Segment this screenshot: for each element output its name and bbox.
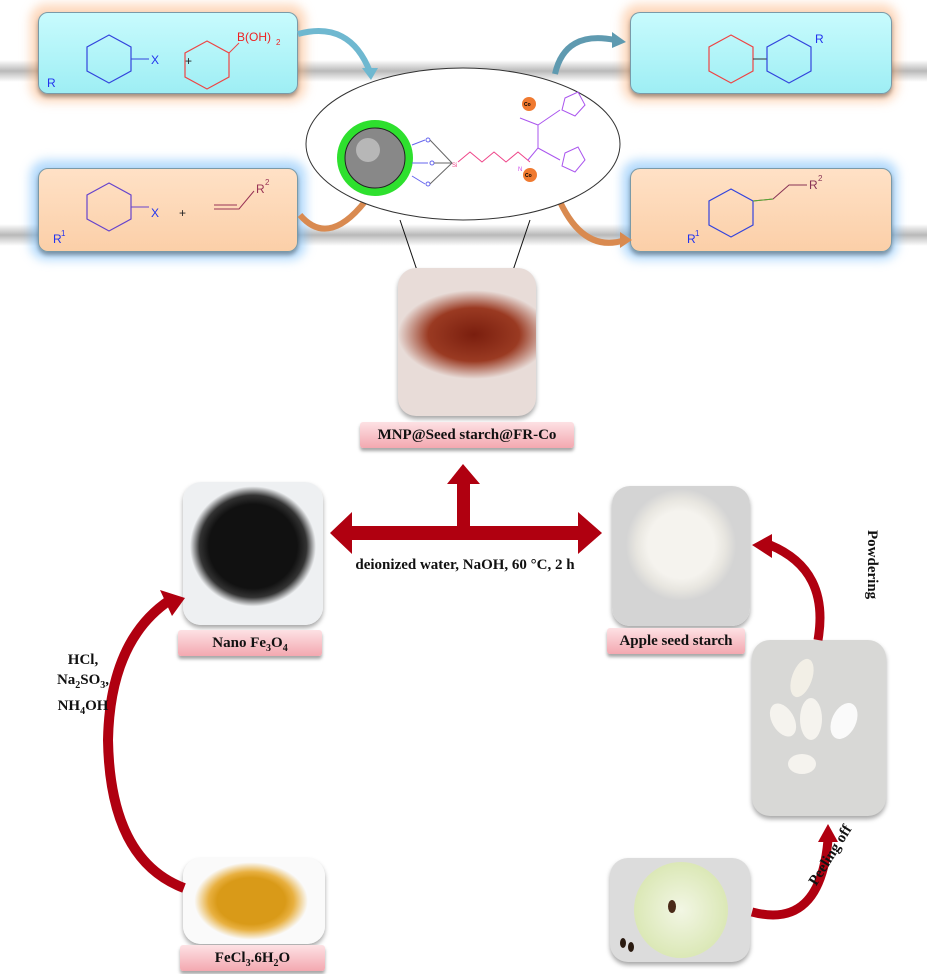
catalyst-zoom-graphic: Si N Co Co [297, 28, 632, 301]
svg-text:N: N [518, 167, 522, 173]
stilbene-structure: R 2 R 1 [687, 174, 823, 246]
heck-reactants-structure: X R 1 + R 2 [53, 178, 270, 246]
apple-seed-starch-label: Apple seed starch [607, 628, 745, 654]
svg-text:R: R [256, 182, 265, 196]
svg-text:2: 2 [276, 38, 281, 47]
curved-arrow-icon [768, 540, 825, 641]
apple-seed-starch-photo [612, 486, 750, 626]
suzuki-reactants-structure: X R + B(OH) 2 [47, 30, 281, 90]
red-t-arrow-icon [330, 464, 602, 554]
suzuki-product-box: R [630, 12, 892, 94]
plus: + [185, 54, 192, 68]
svg-text:R: R [809, 178, 818, 192]
powdering-label: Powdering [864, 530, 880, 600]
heck-product-box: R 2 R 1 [630, 168, 892, 252]
fecl3-photo [183, 858, 325, 944]
svg-text:Si: Si [452, 163, 457, 169]
nano-fe3o4-photo [183, 482, 323, 625]
nano-fe3o4-label: Nano Fe3O4 [178, 630, 322, 656]
heck-reactants-box: X R 1 + R 2 [38, 168, 298, 252]
svg-text:1: 1 [61, 229, 66, 238]
cobalt-label: Co [525, 173, 532, 179]
curved-arrow-icon [102, 595, 186, 893]
apple-photo [610, 858, 750, 962]
curved-arrow-icon [297, 28, 373, 74]
svg-text:X: X [151, 206, 159, 220]
svg-text:2: 2 [265, 178, 270, 187]
curved-arrow-icon [552, 35, 616, 75]
peeled-seeds-photo [752, 640, 886, 816]
svg-text:2: 2 [818, 174, 823, 183]
peeling-off-label: Peeling off [806, 822, 856, 889]
svg-text:R: R [53, 232, 62, 246]
fecl3-label: FeCl3.6H2O [180, 945, 325, 971]
curved-arrow-icon [297, 193, 373, 232]
svg-text:R: R [815, 32, 824, 46]
r-label: R [47, 76, 56, 90]
svg-text:R: R [687, 232, 696, 246]
boronic-acid-label: B(OH) [237, 30, 271, 44]
cobalt-label: Co [524, 102, 531, 108]
x-label: X [151, 53, 159, 67]
svg-text:+: + [179, 206, 186, 220]
mnp-catalyst-photo [398, 268, 536, 416]
fe3o4-conditions: HCl, Na2SO3, NH4OH [56, 652, 110, 717]
reaction-conditions: deionized water, NaOH, 60 °C, 2 h [355, 557, 575, 573]
svg-text:1: 1 [695, 229, 700, 238]
biphenyl-structure: R [708, 32, 824, 84]
suzuki-reactants-box: X R + B(OH) 2 [38, 12, 298, 94]
mnp-label: MNP@Seed starch@FR-Co [360, 422, 574, 448]
